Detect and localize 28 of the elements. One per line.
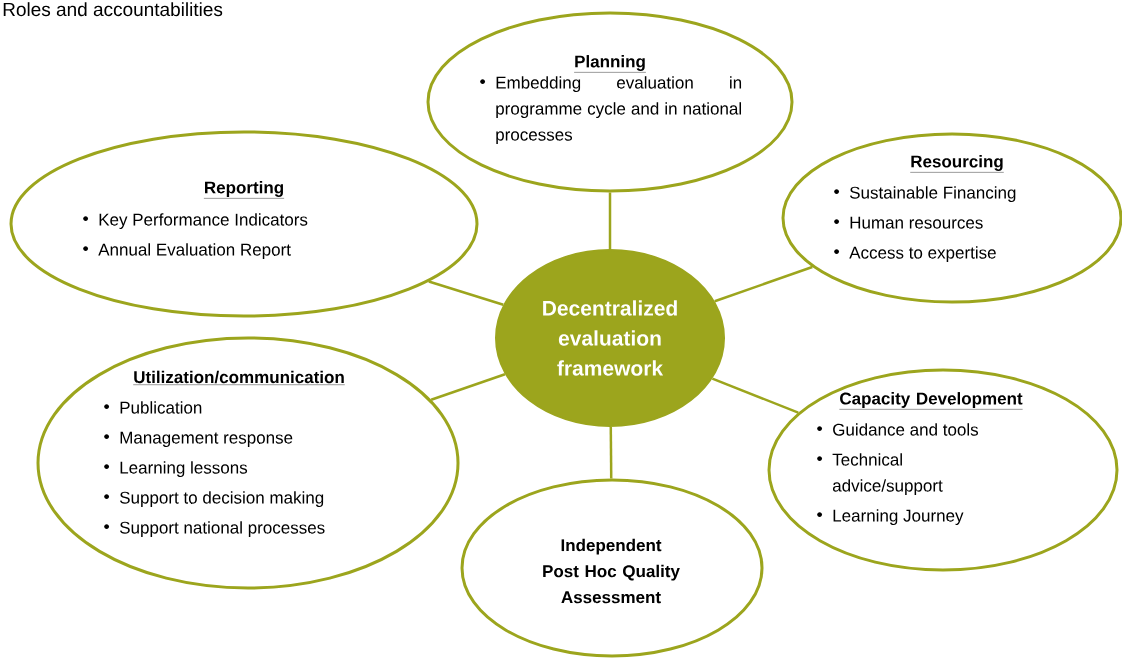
connector-line [608, 192, 612, 249]
heading: Reporting [203, 181, 285, 199]
bullet-list: Sustainable Financing Human resources Access to expertise [834, 186, 1016, 263]
bullet-list: Embedding evaluation in programme cycle and in national processes [480, 76, 742, 145]
connector-line [609, 427, 613, 479]
ellipse-node [426, 11, 794, 193]
connector-line [428, 280, 504, 306]
connector-line [714, 265, 813, 303]
ellipse-node [767, 368, 1119, 572]
node-label: Support national processes [119, 521, 325, 538]
bullet-list: Publication Management response Learning lessons Support to decision making Support national processes [104, 401, 325, 538]
heading: Independent Post Hoc Quality Assessment [543, 538, 680, 604]
bullet-list: Guidance and tools Technical advice/support Learning Journey [817, 423, 979, 526]
heading: Utilization/communication [133, 370, 345, 385]
ellipse-node [36, 336, 460, 590]
ellipse-node [9, 130, 479, 318]
node-label: Publication [120, 401, 202, 414]
connector-line [430, 373, 506, 401]
ellipse-node [460, 478, 764, 658]
title: Roles and accountabilities [3, 2, 223, 17]
node-label: Management response [120, 431, 293, 448]
heading: Resourcing [910, 155, 1004, 173]
connector-line [711, 377, 799, 414]
heading: Capacity Development [839, 392, 1023, 410]
bullet-list: Key Performance Indicators Annual Evaluation Report [83, 213, 308, 260]
heading: Planning [573, 55, 647, 73]
node-label: Support to decision making [119, 491, 324, 508]
node-label: Learning lessons [120, 461, 248, 478]
